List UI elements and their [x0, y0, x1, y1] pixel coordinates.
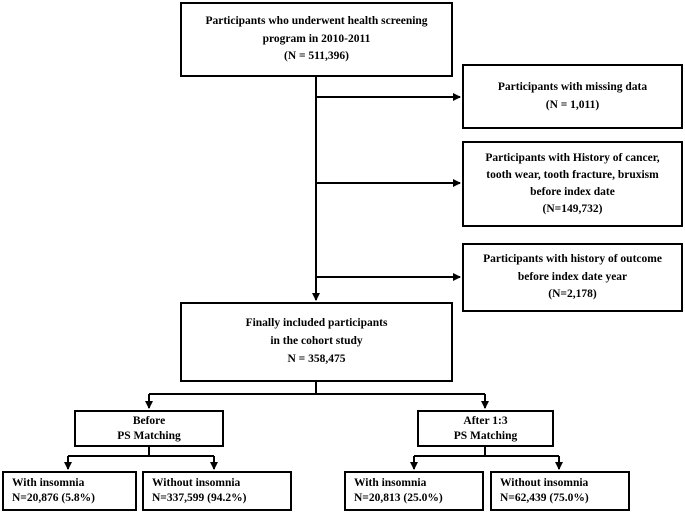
history-outcome-line-3: (N=2,178)	[548, 288, 597, 301]
included-line-2: in the cohort study	[270, 335, 363, 348]
history-cancer-line-1: Participants with History of cancer,	[485, 151, 660, 164]
after-without-insomnia-box: Without insomnia N=62,439 (75.0%)	[490, 471, 630, 511]
before-without-insomnia-box: Without insomnia N=337,599 (94.2%)	[142, 471, 292, 511]
after-with-insomnia-box: With insomnia N=20,813 (25.0%)	[344, 471, 484, 511]
history-cancer-line-4: (N=149,732)	[542, 203, 603, 216]
before-with-insomnia-box: With insomnia N=20,876 (5.8%)	[2, 471, 137, 511]
before-psm-box: Before PS Matching	[74, 410, 224, 447]
after-with-line-1: With insomnia	[354, 477, 427, 490]
before-without-line-2: N=337,599 (94.2%)	[152, 492, 247, 504]
included-line-3: N = 358,475	[287, 352, 346, 365]
history-cancer-box: Participants with History of cancer, too…	[462, 141, 683, 227]
screening-line-3: (N = 511,396)	[283, 50, 349, 63]
before-with-line-2: N=20,876 (5.8%)	[12, 492, 95, 504]
after-psm-box: After 1:3 PS Matching	[417, 410, 554, 447]
screening-line-1: Participants who underwent health screen…	[205, 14, 428, 27]
missing-line-1: Participants with missing data	[497, 80, 648, 93]
before-without-line-1: Without insomnia	[152, 477, 241, 490]
missing-data-box: Participants with missing data (N = 1,01…	[462, 64, 683, 129]
history-outcome-box: Participants with history of outcome bef…	[462, 243, 683, 312]
history-outcome-line-2: before index date year	[517, 270, 628, 283]
history-cancer-line-3: before index date	[530, 186, 615, 198]
after-psm-line-2: PS Matching	[453, 429, 518, 442]
after-without-line-2: N=62,439 (75.0%)	[500, 492, 589, 504]
before-psm-line-1: Before	[132, 414, 166, 427]
included-box: Finally included participants in the coh…	[180, 302, 453, 382]
screening-box: Participants who underwent health screen…	[180, 2, 453, 77]
after-with-line-2: N=20,813 (25.0%)	[354, 492, 443, 504]
screening-line-2: program in 2010-2011	[262, 32, 371, 45]
included-line-1: Finally included participants	[245, 317, 388, 330]
before-with-line-1: With insomnia	[12, 477, 85, 490]
history-outcome-line-1: Participants with history of outcome	[483, 252, 662, 265]
after-without-line-1: Without insomnia	[500, 477, 589, 490]
history-cancer-line-2: tooth wear, tooth fracture, bruxism	[486, 168, 659, 181]
missing-line-2: (N = 1,011)	[545, 98, 600, 111]
before-psm-line-2: PS Matching	[117, 429, 181, 442]
after-psm-line-1: After 1:3	[463, 414, 508, 427]
